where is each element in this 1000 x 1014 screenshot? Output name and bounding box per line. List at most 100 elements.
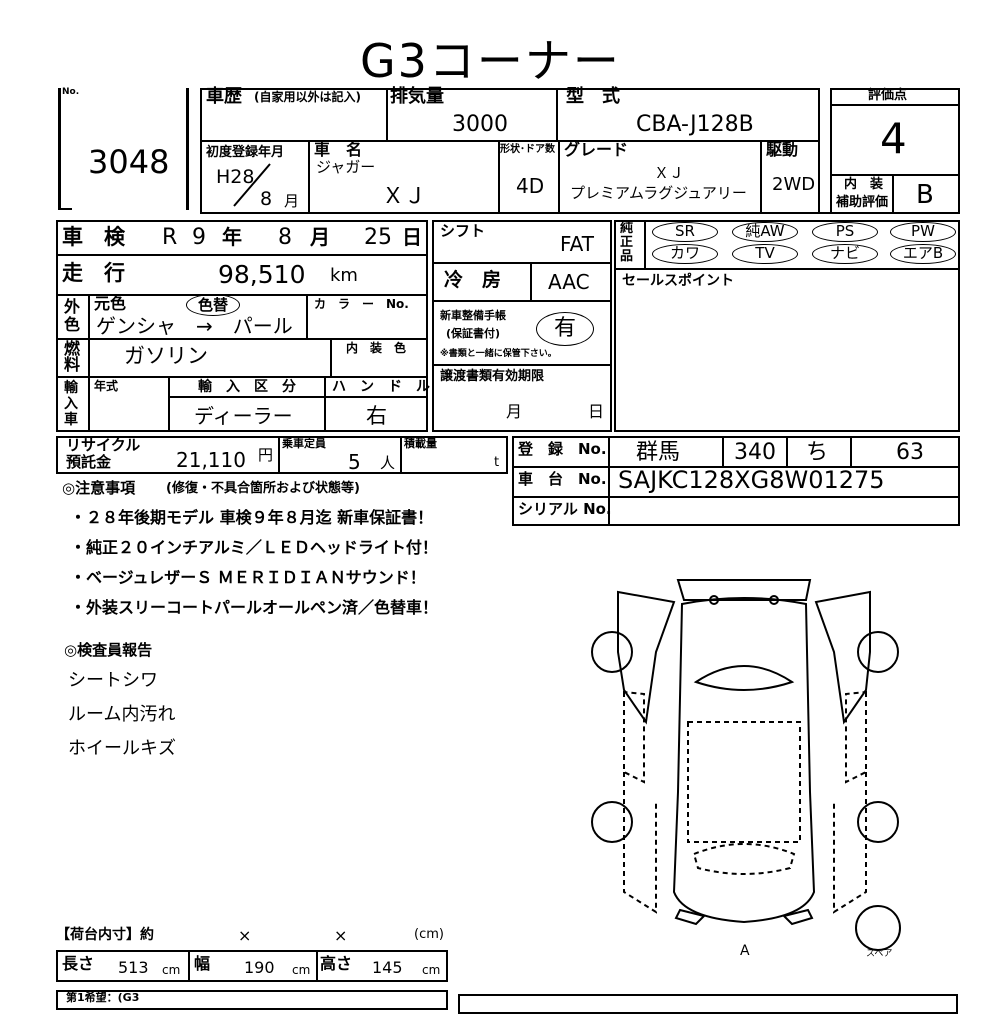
mileage-label: 走 行 <box>62 261 125 285</box>
cargo-length-value: 513 <box>118 958 149 977</box>
lot-number: 3048 <box>88 143 170 181</box>
displacement-label: 排気量 <box>390 86 444 107</box>
interior-label-2: 補助評価 <box>836 195 889 210</box>
cargo-width-value: 190 <box>244 958 275 977</box>
load-label: 積載量 <box>404 437 437 450</box>
registration-region: 群馬 <box>636 440 681 465</box>
inspector-item: ルーム内汚れ <box>68 704 176 725</box>
spare-tire-icon <box>855 905 901 951</box>
warranty-label-1: 新車整備手帳 <box>440 309 506 322</box>
registration-class: 340 <box>734 440 776 465</box>
registration-label: 登 録 No. <box>518 440 607 458</box>
score-label: 評価点 <box>868 88 908 103</box>
mileage-unit: km <box>330 265 358 286</box>
color-change-value: ゲンシャ → パール <box>96 314 293 338</box>
exterior-color-side-label: 外色 <box>64 297 81 334</box>
equipment-item: カワ <box>652 244 718 264</box>
cargo-length-label: 長さ <box>62 954 95 973</box>
doors-value: 4D <box>516 174 545 198</box>
recycle-label-2: 預託金 <box>66 453 112 471</box>
handle-value: 右 <box>366 404 387 428</box>
inspection-label: 車 検 <box>62 225 125 249</box>
inspection-month-unit: 月 <box>310 225 330 249</box>
equipment-item: TV <box>732 244 798 264</box>
front-label: A <box>740 943 750 959</box>
history-note: (自家用以外は記入) <box>254 90 361 104</box>
equipment-item: 純AW <box>732 222 798 242</box>
fuel-side-label: 燃料 <box>64 339 81 374</box>
inspection-year-unit: 年 <box>222 225 242 249</box>
original-color-label: 元色 <box>94 294 127 313</box>
bottom-stub: 第1希望：(G3 <box>66 991 140 1004</box>
capacity-value: 5 <box>348 450 361 474</box>
notes-title-note: (修復・不具合箇所および状態等) <box>166 481 360 496</box>
first-reg-label: 初度登録年月 <box>206 145 285 160</box>
spare-label: スペア <box>866 949 893 959</box>
interior-color-label: 内 装 色 <box>346 341 407 355</box>
cargo-height-label: 高さ <box>320 954 353 973</box>
registration-kana: ち <box>806 440 829 465</box>
grade-line-2: プレミアムラグジュアリー <box>570 184 747 202</box>
cargo-length-cm: cm <box>162 963 181 977</box>
recycle-value: 21,110 <box>176 448 246 472</box>
import-type-value: ディーラー <box>194 404 293 428</box>
displacement-value: 3000 <box>452 112 508 137</box>
inspection-day-unit: 日 <box>402 225 422 249</box>
car-diagram <box>591 579 901 951</box>
sales-point-label: セールスポイント <box>622 273 734 289</box>
page-title: G3コーナー <box>360 34 621 88</box>
handle-label: ハ ン ド ル <box>332 379 430 395</box>
cargo-unit: (cm) <box>414 927 444 942</box>
note-item: ・純正２０インチアルミ／ＬＥＤヘッドライト付！ <box>70 538 438 557</box>
car-name-label: 車 名 <box>314 140 363 159</box>
interior-grade: B <box>916 180 934 210</box>
inspection-era: R <box>162 225 178 250</box>
equipment-item: PS <box>812 222 878 242</box>
aircon-label: 冷 房 <box>444 269 502 291</box>
load-unit: t <box>494 455 500 470</box>
equipment-item: エアB <box>890 244 956 264</box>
fuel-value: ガソリン <box>124 344 208 368</box>
cargo-x-1: × <box>238 926 252 945</box>
equipment-item: SR <box>652 222 718 242</box>
recycle-unit: 円 <box>258 446 274 464</box>
import-side-label: 輸入車 <box>64 380 78 428</box>
cargo-x-2: × <box>334 926 348 945</box>
first-reg-month: 8 <box>260 188 273 210</box>
warranty-value: 有 <box>536 312 594 346</box>
warranty-note: ※書類と一緒に保管下さい。 <box>440 349 557 359</box>
grade-label: グレード <box>564 140 629 159</box>
car-name-value: ＸＪ <box>382 184 427 209</box>
mileage-value: 98,510 <box>218 260 306 289</box>
note-item: ・２８年後期モデル 車検９年８月迄 新車保証書！ <box>70 508 434 527</box>
equipment-item: PW <box>890 222 956 242</box>
equipment-label: 純正品 <box>620 221 634 264</box>
note-item: ・ベージュレザーＳ ＭＥＲＩＤＩＡＮサウンド！ <box>70 568 426 587</box>
recycle-label-1: リサイクル <box>66 436 141 454</box>
equipment-item: ナビ <box>812 244 878 264</box>
doors-label: 形状･ドア数 <box>500 144 555 155</box>
note-item: ・外装スリーコートパールオールペン済／色替車！ <box>70 598 439 617</box>
first-reg-year: H28 <box>216 166 255 188</box>
inspection-day: 25 <box>364 225 392 250</box>
shift-value: FAT <box>560 232 595 256</box>
inspection-month: 8 <box>278 225 292 250</box>
interior-label-1: 内 装 <box>844 177 884 192</box>
cargo-width-cm: cm <box>292 963 311 977</box>
chassis-number: SAJKC128XG8W01275 <box>618 466 885 494</box>
model-code-label: 型 式 <box>566 86 620 107</box>
model-code-value: CBA-J128B <box>636 112 754 137</box>
transfer-label: 譲渡書類有効期限 <box>440 369 545 384</box>
score-value: 4 <box>880 114 907 163</box>
history-label: 車歴 <box>206 86 242 107</box>
lot-label: No. <box>62 87 80 97</box>
inspector-title: ◎検査員報告 <box>64 641 153 659</box>
cargo-label: 【荷台内寸】約 <box>56 927 154 943</box>
cargo-height-cm: cm <box>422 963 441 977</box>
chassis-label: 車 台 No. <box>518 470 607 488</box>
inspection-year: 9 <box>192 225 206 250</box>
capacity-unit: 人 <box>380 454 396 472</box>
first-reg-month-unit: 月 <box>284 192 300 210</box>
maker-name: ジャガー <box>316 158 376 176</box>
drive-label: 駆動 <box>766 140 799 159</box>
